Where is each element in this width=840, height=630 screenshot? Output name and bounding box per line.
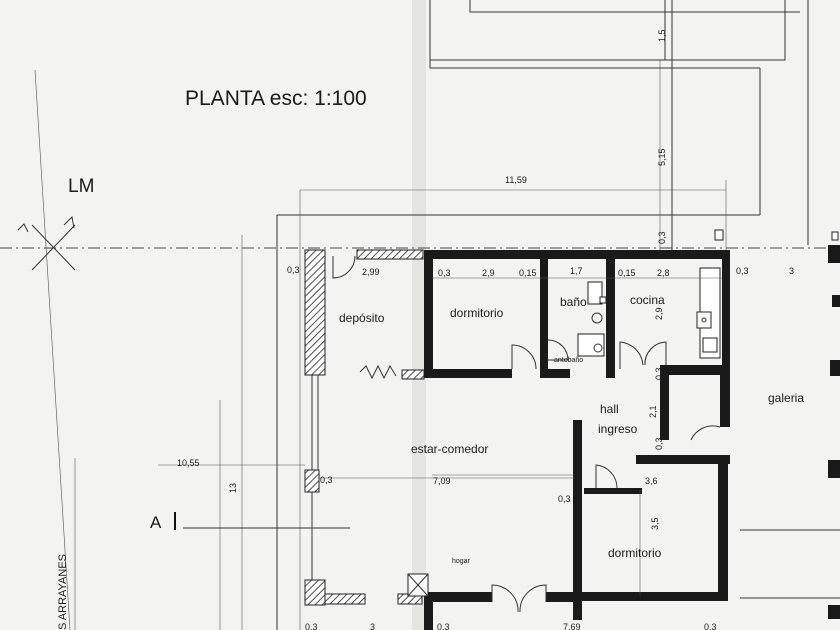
fireplace <box>407 573 429 597</box>
bathroom-fixtures <box>577 281 607 357</box>
doors <box>332 255 721 613</box>
dim-1-7: 1,7 <box>570 266 583 276</box>
dim-7-09: 7,09 <box>433 476 451 486</box>
room-deposito: depósito <box>339 311 385 325</box>
dim-0-3-hall-b: 0,3 <box>654 437 664 450</box>
dim-0-3-vertical-top: 0,3 <box>657 231 667 244</box>
dim-0-15-a: 0,15 <box>519 268 537 278</box>
wall-deposito-right <box>401 369 425 380</box>
room-hall-line1: hall <box>600 402 619 416</box>
dim-7-69: 7,69 <box>563 622 581 630</box>
room-cocina: cocina <box>630 293 665 307</box>
dim-0-3-bottom-a: 0,3 <box>305 622 318 630</box>
dim-13: 13 <box>228 483 238 493</box>
dim-3-6: 3,6 <box>645 476 658 486</box>
dim-2-9-vertical: 2,9 <box>654 307 664 320</box>
dim-2-8: 2,8 <box>657 268 670 278</box>
dim-0-3-bottom-b: 0,3 <box>437 622 450 630</box>
dim-0-15-b: 0,15 <box>618 268 636 278</box>
wall-bottom-left <box>324 593 366 605</box>
dim-0-3-estar: 0,3 <box>320 475 333 485</box>
dim-2-9: 2,9 <box>482 268 495 278</box>
dim-0-3-dorm2: 0,3 <box>558 494 571 504</box>
dim-1-5: 1,5 <box>657 29 667 42</box>
dim-0-3-bottom-c: 0,3 <box>704 622 717 630</box>
dim-2-1: 2,1 <box>648 405 658 418</box>
pillars <box>828 231 840 619</box>
dim-2-99: 2,99 <box>362 267 380 277</box>
dim-3-bottom: 3 <box>370 622 375 630</box>
lot-outlines <box>74 0 840 630</box>
street-label: S ARRAYANES <box>57 554 69 630</box>
diagonal-boundary <box>34 69 71 630</box>
wall-left-mid <box>304 469 320 493</box>
walls <box>304 249 730 630</box>
dim-3-5: 3,5 <box>650 517 660 530</box>
dim-0-3-dorm: 0,3 <box>438 268 451 278</box>
room-dormitorio-1: dormitorio <box>450 306 504 320</box>
room-hall-line2: ingreso <box>598 422 638 436</box>
room-bano: baño <box>560 295 587 309</box>
wall-top-deposito <box>356 249 424 260</box>
dim-5-15: 5,15 <box>657 148 667 166</box>
room-dormitorio-2: dormitorio <box>608 546 662 560</box>
dim-3: 3 <box>789 266 794 276</box>
room-antebano: antebaño <box>554 357 583 364</box>
kitchen-counter <box>696 229 724 359</box>
dim-10-55: 10,55 <box>177 458 200 468</box>
lm-cross-symbol <box>17 215 76 271</box>
dimension-labels: 1,5 5,15 0,3 11,59 0,3 2,99 0,3 2,9 0,15… <box>177 29 794 630</box>
dim-0-3-hall: 0,3 <box>654 367 664 380</box>
dim-11-59: 11,59 <box>505 175 527 185</box>
wall-left-top <box>304 249 326 376</box>
room-estar-comedor: estar-comedor <box>411 442 488 456</box>
room-galeria: galeria <box>768 391 804 405</box>
dim-0-3-right: 0,3 <box>736 266 749 276</box>
plan-title: PLANTA esc: 1:100 <box>185 87 367 110</box>
room-hogar: hogar <box>452 558 471 565</box>
dim-0-3-left-top: 0,3 <box>287 265 300 275</box>
lm-label: LM <box>68 176 94 197</box>
wall-left-bottom <box>304 579 326 606</box>
paper-fold-shadow <box>412 0 426 630</box>
section-a-label: A <box>150 513 162 532</box>
